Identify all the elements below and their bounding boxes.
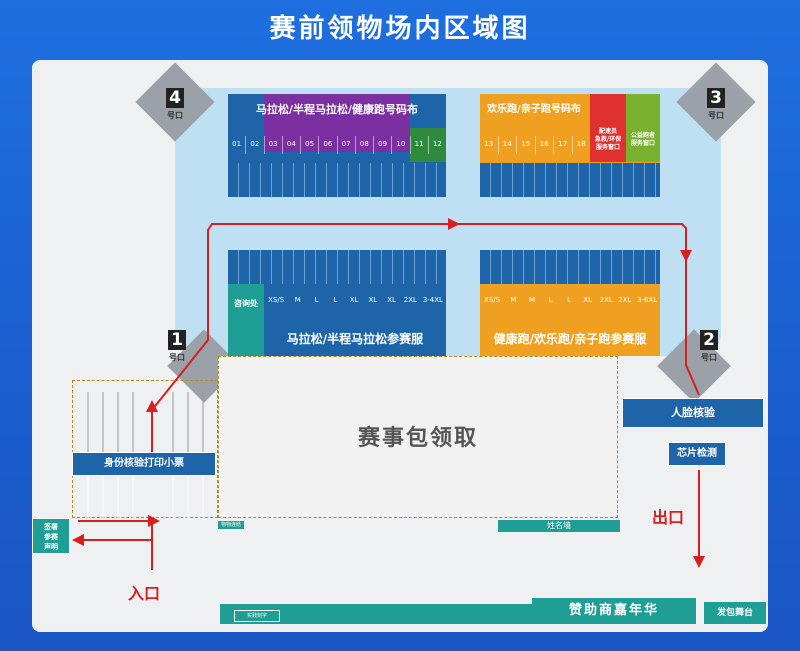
bib-window: 05 xyxy=(301,136,320,154)
shirt-size: 3-6XL xyxy=(636,296,658,304)
shirt-size: L xyxy=(333,296,338,304)
bib-window: 07 xyxy=(338,136,356,154)
id-check-station: 身份核验打印小票 xyxy=(72,452,216,476)
fun-run-shirt-area xyxy=(480,284,660,356)
marathon-shirt-area xyxy=(228,284,446,356)
marathon-shirt-label: 马拉松/半程马拉松参赛服 xyxy=(286,332,424,346)
bib-window: 16 xyxy=(536,136,554,154)
face-check-station: 人脸核验 xyxy=(622,398,764,428)
gate-3-number: 3 xyxy=(707,88,725,108)
pack-stage: 发包舞台 xyxy=(704,602,766,624)
gate-2-label: 号口 xyxy=(701,353,717,362)
fun-run-shirt-sizes: XS/S M M L L XL 2XL 2XL 3-6XL xyxy=(480,294,660,306)
race-pack-label: 赛事包领取 xyxy=(357,426,478,451)
shirt-size: XS/S xyxy=(484,296,501,304)
chip-check-station: 芯片检测 xyxy=(668,442,726,466)
gate-3-label: 号口 xyxy=(708,111,724,120)
bib-window: 14 xyxy=(499,136,517,154)
bib-window: 13 xyxy=(480,136,499,154)
route-arrowhead xyxy=(448,218,460,230)
charity-window-label: 公益跑者 服务窗口 xyxy=(630,132,655,147)
exit-label: 出口 xyxy=(652,508,685,527)
shirt-counter-slots xyxy=(228,250,446,284)
shirt-size: XS/S xyxy=(268,296,285,304)
gate-1-number: 1 xyxy=(168,330,186,350)
gate-2-number: 2 xyxy=(700,330,718,350)
fun-run-counter-slots xyxy=(480,163,660,197)
sign-arrowhead xyxy=(72,534,84,546)
bib-window: 06 xyxy=(319,136,338,154)
page-title: 赛前领物场内区域图 xyxy=(269,14,531,44)
route-arrowhead xyxy=(680,250,692,262)
shirt-size: L xyxy=(567,296,572,304)
bib-window: 12 xyxy=(432,140,442,148)
marathon-bib-header: 马拉松/半程马拉松/健康跑号码布 xyxy=(255,103,419,116)
small-teal-label-2: 实践刻字 xyxy=(234,610,280,622)
bib-counter-slots xyxy=(228,163,446,197)
entrance-label: 入口 xyxy=(128,584,161,603)
fun-run-bib-header: 欢乐跑/亲子跑号码布 xyxy=(487,104,581,115)
shirt-size: XL xyxy=(387,296,396,304)
bib-window: 08 xyxy=(356,136,374,154)
charity-runner-window xyxy=(626,94,660,162)
pacer-service-window xyxy=(590,94,626,162)
sponsor-carnival-label: 赞助商嘉年华 xyxy=(532,598,696,624)
marathon-shirt-sizes: XS/S M L L XL XL XL 2XL 3-4XL xyxy=(264,294,446,306)
bib-window: 04 xyxy=(283,136,301,154)
gate-4-label: 号口 xyxy=(167,111,183,120)
info-desk-label: 咨询处 xyxy=(234,299,258,308)
bib-window: 02 xyxy=(246,136,265,154)
bib-window: 01 xyxy=(228,136,247,154)
route-path xyxy=(151,223,687,452)
sign-declaration-station: 签署 参赛 声明 xyxy=(32,518,70,554)
shirt-size: L xyxy=(314,296,319,304)
small-teal-label-1: 物物连结 xyxy=(218,521,244,529)
bib-window: 17 xyxy=(554,136,573,154)
gate-1-label: 号口 xyxy=(169,353,185,362)
bib-window: 11 xyxy=(411,136,429,154)
shirt-size: 2XL xyxy=(403,296,417,304)
bib-window: 18 xyxy=(576,140,586,148)
shirt-size: XL xyxy=(368,296,378,304)
shirt-size: M xyxy=(510,296,517,304)
pacer-window-label: 配速员 急救/环保 服务窗口 xyxy=(594,128,622,151)
shirt-size: XL xyxy=(583,296,592,304)
bib-window: 10 xyxy=(392,136,411,154)
fun-run-window-numbers: 13 14 15 16 17 18 xyxy=(480,136,590,154)
shirt-size: 2XL xyxy=(618,296,632,304)
race-pack-area xyxy=(218,356,618,518)
fun-run-shirt-label: 健康跑/欢乐跑/亲子跑参赛服 xyxy=(493,332,647,346)
shirt-size: 3-4XL xyxy=(422,296,443,304)
sign-arrowhead xyxy=(148,515,160,527)
route-to-gate2 xyxy=(685,256,700,396)
bib-window-numbers: 01 02 03 04 05 06 07 08 09 10 11 12 xyxy=(228,136,446,154)
bib-window: 09 xyxy=(374,136,393,154)
fun-run-shirt-slots xyxy=(480,250,660,284)
queue-area xyxy=(72,380,218,518)
shirt-size: 2XL xyxy=(599,296,613,304)
shirt-size: M xyxy=(294,296,301,304)
bib-window: 15 xyxy=(517,136,536,154)
name-wall: 姓名墙 xyxy=(498,520,620,532)
route-arrowhead xyxy=(146,400,158,412)
exit-arrowhead xyxy=(693,556,705,568)
shirt-size: L xyxy=(548,296,553,304)
shirt-size: M xyxy=(528,296,535,304)
bib-window: 03 xyxy=(265,136,283,154)
info-desk xyxy=(228,284,264,356)
gate-4-number: 4 xyxy=(166,88,184,108)
shirt-size: XL xyxy=(349,296,359,304)
